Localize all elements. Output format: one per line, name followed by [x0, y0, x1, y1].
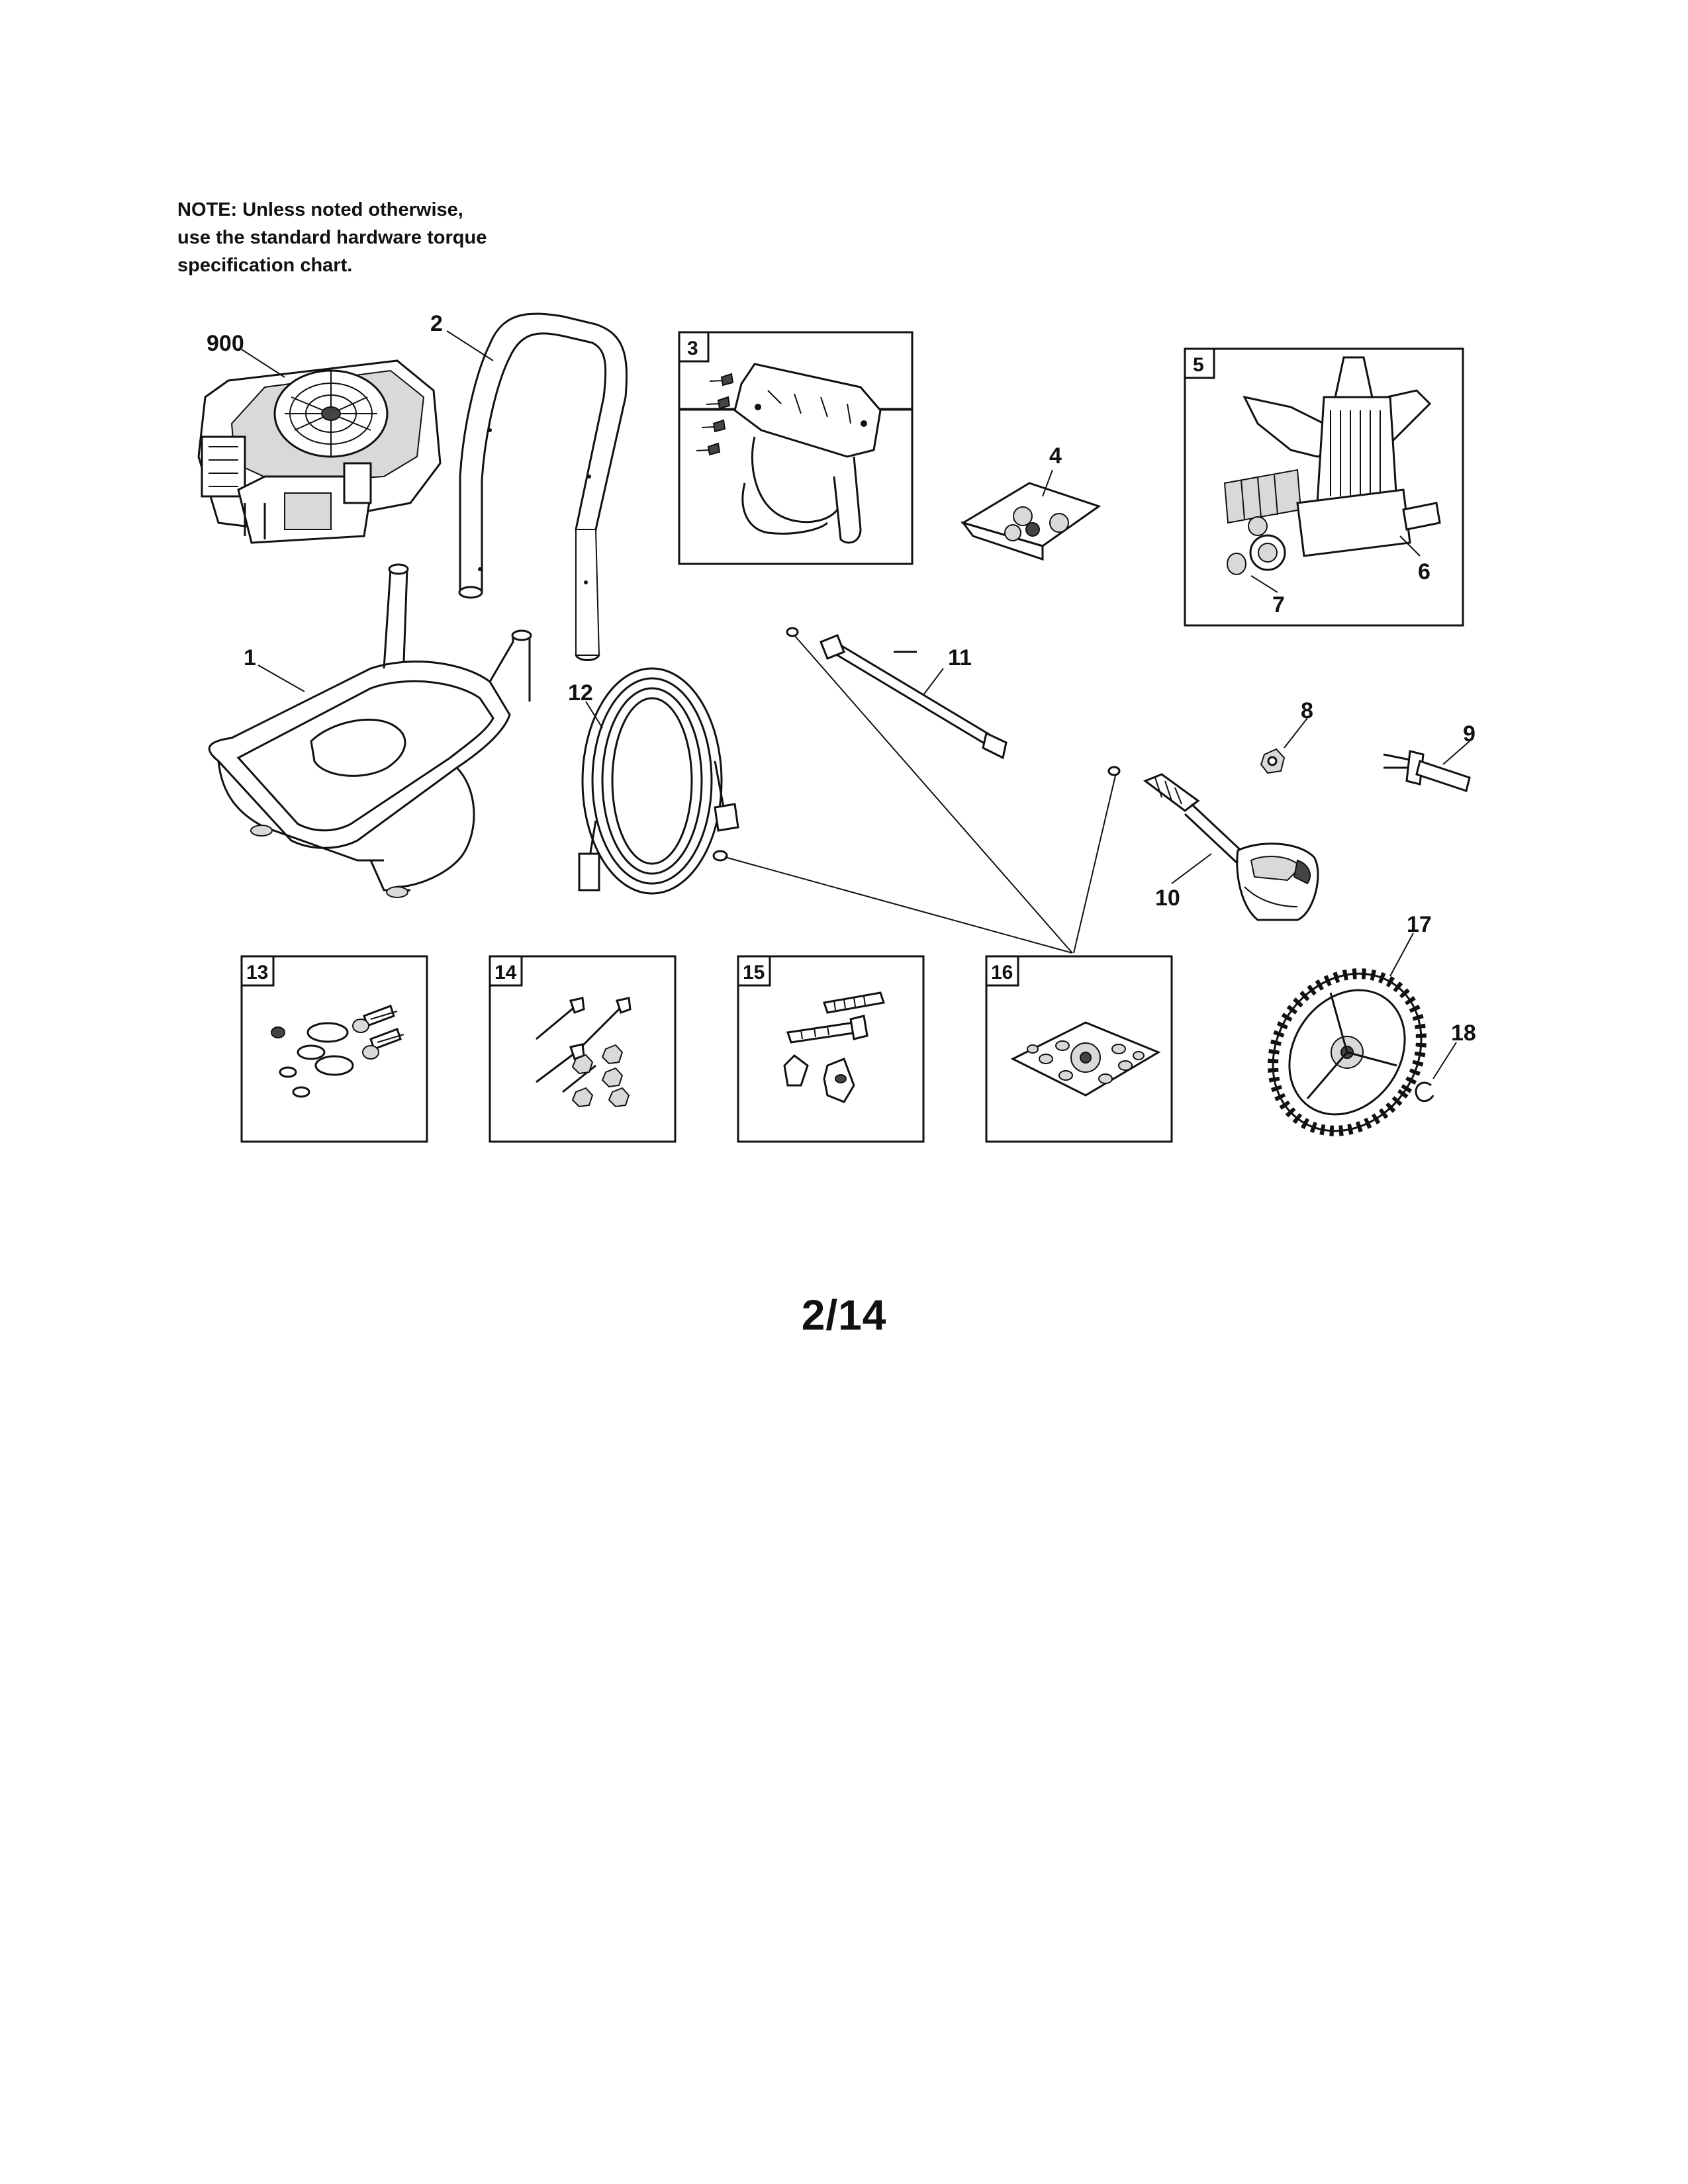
label-9: 9 — [1463, 721, 1476, 747]
engine-part — [197, 359, 442, 544]
spray-gun-part — [1107, 766, 1319, 921]
kit-3-frame — [678, 331, 914, 565]
leader-10 — [1171, 853, 1212, 884]
kit-14-hardware — [536, 997, 632, 1108]
kit-16-tag — [985, 955, 1019, 987]
label-7: 7 — [1272, 592, 1285, 617]
label-6: 6 — [1418, 559, 1430, 584]
kit-14-tag — [489, 955, 523, 987]
hardware-bag-part — [961, 482, 1102, 561]
kit-16-leaders — [724, 635, 1116, 954]
leader-8 — [1284, 717, 1308, 749]
kit-15-hardware — [783, 991, 885, 1103]
label-12: 12 — [568, 680, 593, 705]
kit-14-box — [489, 955, 677, 1143]
label-8: 8 — [1301, 698, 1313, 723]
bracket-part — [733, 363, 882, 544]
label-4: 4 — [1049, 443, 1062, 469]
label-1: 1 — [244, 645, 256, 670]
label-3: 3 — [687, 338, 698, 359]
kit-15-box — [737, 955, 925, 1143]
label-5: 5 — [1193, 354, 1204, 376]
kit-13-tag — [240, 955, 275, 987]
label-15: 15 — [743, 962, 765, 983]
pump-part — [1223, 356, 1441, 575]
wheel-part — [1268, 968, 1427, 1136]
bracket-screws — [696, 373, 734, 456]
leader-6 — [1399, 535, 1421, 557]
leader-17 — [1389, 933, 1414, 977]
label-2: 2 — [430, 311, 443, 336]
label-11: 11 — [948, 645, 972, 670]
kit-13-hardware — [271, 1005, 404, 1098]
leader-900 — [241, 349, 285, 378]
note-line-3: specification chart. — [177, 255, 353, 276]
kit-16-hardware — [1010, 1021, 1161, 1097]
kit-13-box — [240, 955, 428, 1143]
label-900: 900 — [207, 331, 244, 356]
label-16: 16 — [991, 962, 1013, 983]
handle-part — [458, 312, 628, 661]
page-number: 2/14 — [801, 1291, 887, 1339]
leader-7 — [1250, 575, 1278, 593]
leader-4 — [1042, 469, 1053, 497]
axle-part — [1383, 750, 1471, 792]
leader-12 — [585, 701, 603, 729]
leader-18 — [1432, 1042, 1457, 1079]
leader-11 — [923, 668, 944, 696]
label-18: 18 — [1451, 1021, 1476, 1046]
wand-part — [786, 627, 1008, 760]
kit-16-box — [985, 955, 1173, 1143]
label-14: 14 — [494, 962, 517, 983]
leader-2 — [446, 330, 494, 361]
note-line-2: use the standard hardware torque — [177, 227, 487, 248]
nut-part — [1260, 748, 1286, 774]
pump-box — [1184, 347, 1464, 627]
clip-part — [1415, 1081, 1434, 1103]
torque-note: NOTE: Unless noted otherwise, use the st… — [177, 196, 548, 279]
kit-15-tag — [737, 955, 771, 987]
leader-1 — [258, 664, 305, 692]
frame-part — [208, 563, 532, 898]
label-17: 17 — [1407, 912, 1432, 937]
label-13: 13 — [246, 962, 268, 983]
leader-9 — [1442, 741, 1470, 765]
pump-box-tag — [1184, 347, 1215, 379]
kit-3-tag — [678, 331, 710, 363]
note-line-1: NOTE: Unless noted otherwise, — [177, 199, 463, 220]
label-10: 10 — [1155, 886, 1180, 911]
hose-part — [578, 667, 739, 895]
